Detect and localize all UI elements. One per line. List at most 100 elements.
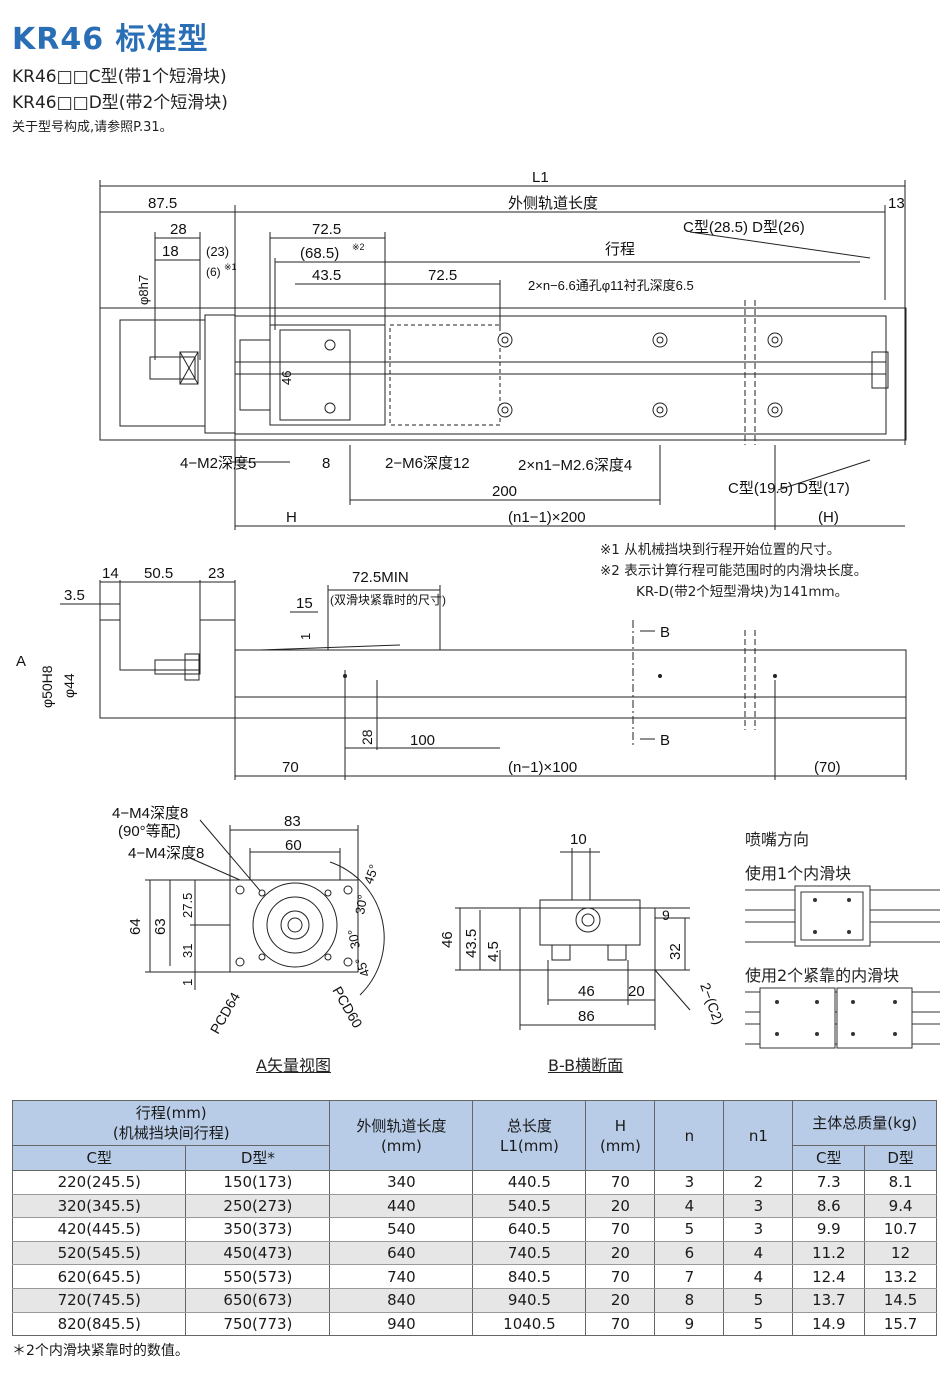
model-c-line: KR46□□C型(带1个短滑块) [12,67,227,87]
dim-100: 100 [410,732,435,749]
dim-H: H [286,509,297,526]
table-cell: 540.5 [472,1194,587,1219]
dim-43-5: 43.5 [463,929,480,958]
bb-section-caption: B-B横断面 [548,1056,624,1075]
th-stroke: 行程(mm) [135,1104,207,1122]
dim-L1: L1 [532,169,549,186]
dim-23: 23 [208,565,225,582]
a-view-drawing: 4−M4深度8 (90°等配) 4−M4深度8 83 60 64 63 27.5… [112,805,385,1037]
side-view-drawing: 14 50.5 23 3.5 72.5MIN (双滑块紧靠时的尺寸) 15 1 … [16,565,907,780]
m6-thread: 2−M6深度12 [385,455,470,472]
table-cell: 2 [723,1170,794,1195]
angle-30-bottom: 30° [345,928,363,950]
dim-46-h: 46 [439,931,456,948]
dim-14: 14 [102,565,119,582]
view-A-marker: A [16,653,26,670]
table-cell: 440 [329,1194,474,1219]
hole-note: 2×n−6.6通孔φ11衬孔深度6.5 [528,278,694,293]
dim-28-side: 28 [359,729,375,745]
dim-63: 63 [152,918,169,935]
table-cell: 3 [654,1170,725,1195]
table-cell: 440.5 [472,1170,587,1195]
th-stroke-c: C型 [11,1145,187,1171]
table-cell: 940.5 [472,1288,587,1313]
table-cell: 14.5 [864,1288,937,1313]
table-cell: 8 [654,1288,725,1313]
dim-200: 200 [492,483,517,500]
table-cell: 740.5 [472,1241,587,1266]
dim-18: 18 [162,243,179,260]
th-rail-unit: (mm) [380,1136,422,1155]
table-cell: 20 [585,1194,656,1219]
table-cell: 9 [654,1312,725,1337]
table-cell: 8.6 [792,1194,866,1219]
dim-43-5: 43.5 [312,267,341,284]
table-cell: 70 [585,1264,656,1289]
table-cell: 720(745.5) [11,1288,187,1313]
dim-46: 46 [279,371,294,385]
mark-1: ※1 [224,262,237,272]
dim-6p: (6) [206,265,221,279]
table-cell: 3 [723,1217,794,1242]
table-cell: 14.9 [792,1312,866,1337]
dim-72-5b: 72.5 [428,267,457,284]
angle-45-top: 45° [361,862,382,886]
dim-8h7: φ8h7 [136,275,151,305]
th-stroke-sub: (机械挡块间行程) [112,1124,230,1142]
table-cell: 340 [329,1170,474,1195]
table-cell: 70 [585,1170,656,1195]
table-cell: 840 [329,1288,474,1313]
nozzle-one-figure [745,885,940,947]
dim-15: 15 [296,595,313,612]
table-cell: 7.3 [792,1170,866,1195]
m4-depth-8b: 4−M4深度8 [128,845,204,862]
angle-45-bottom: 45° [352,955,373,979]
table-cell: 4 [723,1241,794,1266]
dim-44: φ44 [61,673,77,698]
table-cell: 620(645.5) [11,1264,187,1289]
top-view-drawing: L1 外侧轨道长度 87.5 13 72.5 (68.5) ※2 43.5 72… [99,169,907,530]
table-cell: 640.5 [472,1217,587,1242]
table-cell: 220(245.5) [11,1170,187,1195]
dim-64: 64 [127,918,144,935]
m2-thread: 4−M2深度5 [180,455,256,472]
dim-1: 1 [298,633,313,640]
chamfer-c2: 2−(C2) [697,981,727,1027]
table-cell: 8.1 [864,1170,937,1195]
dim-86: 86 [578,1008,595,1025]
bb-section-drawing: 10 46 43.5 4.5 9 32 46 20 86 2−(C2) [439,831,727,1030]
dim-10: 10 [570,831,587,848]
table-cell: 5 [723,1312,794,1337]
th-mass-d: D型 [864,1145,937,1171]
dim-70: 70 [282,759,299,776]
dim-8: 8 [322,455,330,472]
table-cell: 5 [723,1288,794,1313]
dim-50h8: φ50H8 [39,665,55,708]
dim-28: 28 [170,221,187,238]
dim-rail-length: 外侧轨道长度 [508,195,598,212]
nozzle-title: 喷嘴方向 [745,830,810,849]
nozzle-two-figure [745,987,940,1049]
th-total-unit: L1(mm) [499,1136,559,1155]
table-cell: 9.9 [792,1217,866,1242]
pcd64: PCD64 [207,989,244,1036]
table-cell: 650(673) [185,1288,331,1313]
table-cell: 840.5 [472,1264,587,1289]
dim-23p: (23) [206,244,229,259]
table-cell: 320(345.5) [11,1194,187,1219]
table-cell: 520(545.5) [11,1241,187,1266]
th-rail: 外侧轨道长度 [356,1116,447,1135]
dim-H-paren: (H) [818,509,839,526]
th-mass: 主体总质量(kg) [792,1100,937,1146]
note-2: ※2 表示计算行程可能范围时的内滑块长度。 [600,563,868,579]
dim-68-5: (68.5) [300,245,339,262]
table-cell: 20 [585,1241,656,1266]
m4-depth-8: 4−M4深度8 [112,805,188,822]
dim-13: 13 [888,195,905,212]
